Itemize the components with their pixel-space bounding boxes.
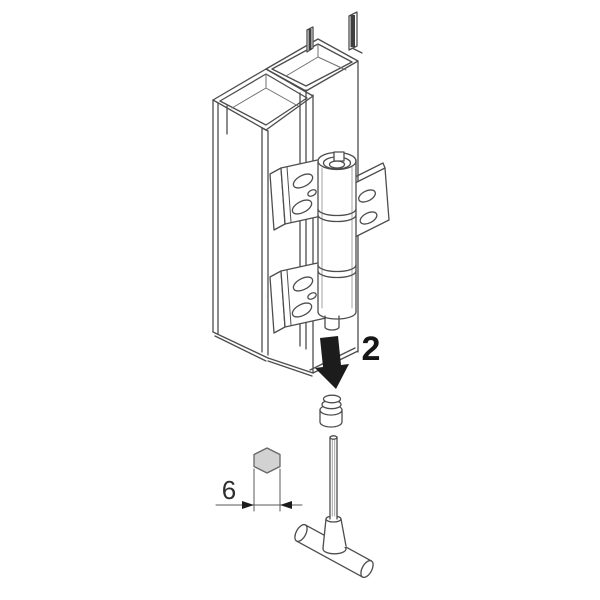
hinge-pin-cap-icon	[319, 394, 343, 428]
drawing-root: 2	[212, 11, 390, 579]
step-number: 2	[362, 330, 381, 368]
hex-socket-symbol-icon	[253, 447, 281, 474]
hinge-lower-plate	[269, 261, 327, 334]
hinge-icon	[269, 151, 390, 334]
profile-top-clip-icon	[306, 11, 363, 54]
hex-dimension: 6	[215, 447, 303, 512]
dimension-value: 6	[222, 475, 236, 505]
t-handle-hex-key-icon	[294, 435, 374, 579]
dimension-arrow-right-icon	[280, 501, 292, 509]
dimension-arrow-left-icon	[242, 501, 254, 509]
hinge-barrel	[317, 151, 357, 331]
arrow-down-icon	[315, 336, 349, 389]
hinge-upper-plate	[269, 158, 327, 231]
